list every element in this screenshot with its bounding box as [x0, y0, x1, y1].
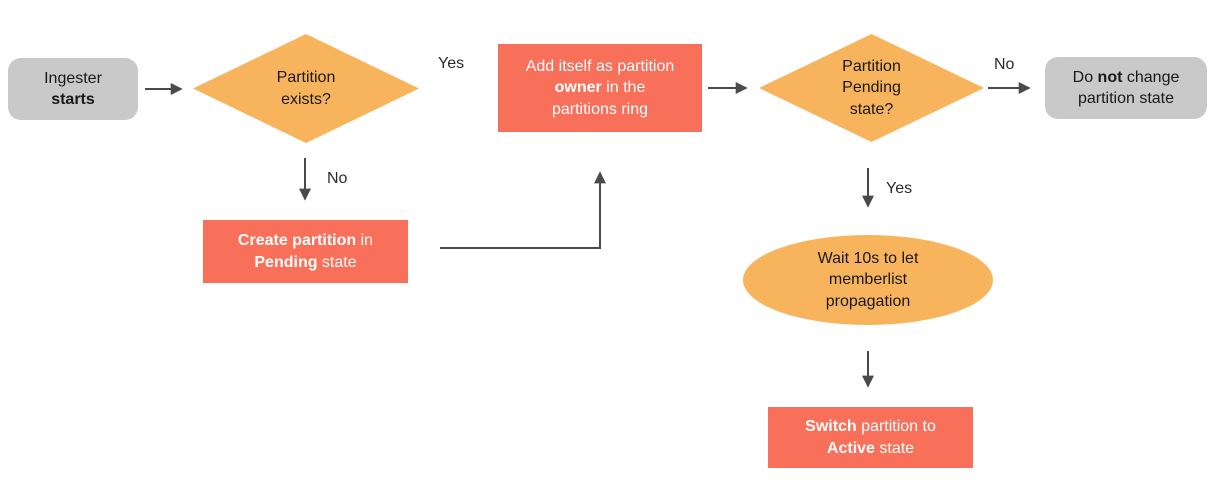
node-partition-exists: Partition exists?	[193, 34, 419, 143]
node-do-not-change: Do not change partition state	[1045, 57, 1207, 119]
node-label: Do not change partition state	[1072, 68, 1180, 107]
node-switch-active: Switch partition to Active state	[768, 407, 973, 468]
node-add-owner: Add itself as partition owner in the par…	[498, 44, 702, 132]
node-wait-memberlist: Wait 10s to let memberlist propagation	[743, 235, 993, 325]
edge-label-pending-no: No	[994, 56, 1015, 73]
node-ingester-starts: Ingester starts	[8, 58, 138, 120]
edge-label-exists-no: No	[327, 170, 348, 187]
ellipse-shape	[743, 235, 993, 325]
node-label: Add itself as partition owner in the par…	[525, 58, 675, 118]
node-label: Partition Pending state?	[842, 58, 901, 118]
node-label: Wait 10s to let memberlist propagation	[817, 250, 919, 310]
diamond-shape	[193, 34, 419, 143]
node-create-partition: Create partition in Pending state	[203, 220, 408, 283]
arrow-create-to-owner	[440, 171, 606, 249]
node-label: Partition exists?	[276, 69, 336, 108]
edge-label-pending-yes: Yes	[886, 180, 913, 197]
edge-label-exists-yes: Yes	[438, 55, 465, 72]
node-label: Switch partition to Active state	[805, 418, 936, 457]
node-partition-pending: Partition Pending state?	[759, 34, 984, 142]
diamond-shape	[759, 34, 984, 142]
node-label: Ingester starts	[44, 69, 102, 108]
node-label: Create partition in Pending state	[237, 232, 374, 271]
